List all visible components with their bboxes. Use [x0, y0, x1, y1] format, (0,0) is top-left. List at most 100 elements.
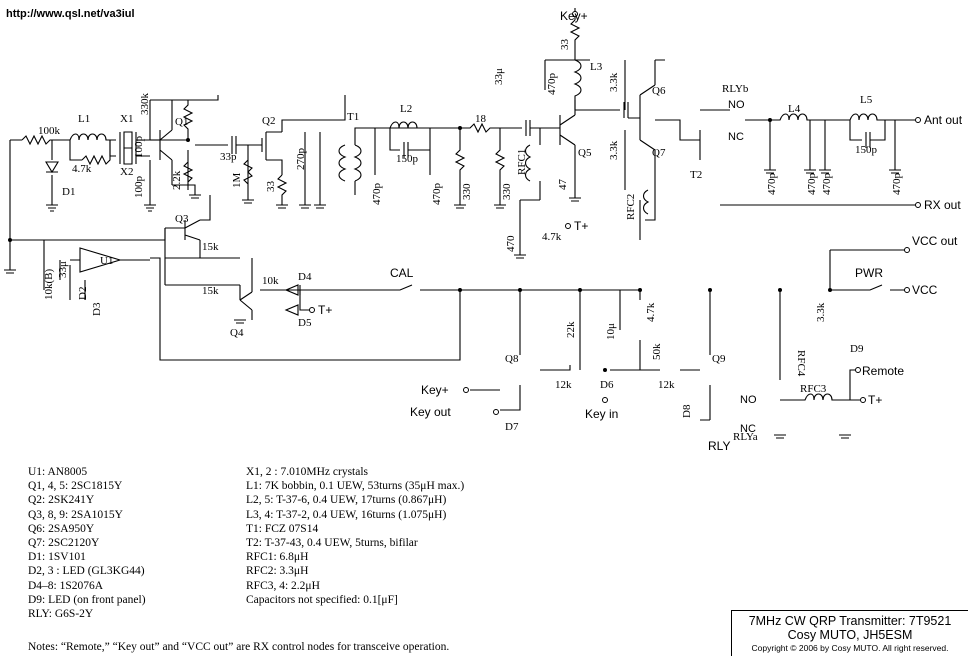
label-r10k: 10k	[262, 275, 279, 287]
node-pwr: PWR	[855, 266, 883, 280]
part-rfc2: RFC2: 3.3μH	[246, 565, 309, 578]
t-plus-terminal-rfc3	[860, 397, 866, 403]
part-rfc34: RFC3, 4: 2.2μH	[246, 579, 320, 592]
label-c470p7: 470p	[891, 173, 903, 196]
node-t-plus-2: T+	[574, 219, 588, 233]
label-x1: X1	[120, 113, 133, 125]
key-out-terminal	[493, 409, 499, 415]
label-c33u: 33μ	[493, 68, 505, 85]
label-rfc3: RFC3	[800, 383, 827, 395]
title: 7MHz CW QRP Transmitter: 7T9521	[748, 614, 952, 628]
label-c33u2: 33μ	[57, 261, 69, 278]
vcc-terminal	[904, 287, 910, 293]
t-plus-terminal-d5	[309, 307, 315, 313]
node-ant-out: Ant out	[924, 113, 963, 127]
label-q2: Q2	[262, 115, 275, 127]
label-q4: Q4	[230, 327, 244, 339]
node-rx-out: RX out	[924, 198, 961, 212]
ground-symbols	[4, 169, 901, 439]
label-r470: 470	[505, 235, 517, 252]
label-c150p1: 150p	[396, 153, 419, 165]
label-r18: 18	[475, 113, 487, 125]
key-plus-terminal	[572, 11, 578, 17]
label-c33p: 33p	[220, 151, 237, 163]
label-r330k: 330k	[139, 93, 151, 116]
label-d3: D3	[91, 302, 103, 316]
label-l1: L1	[78, 113, 90, 125]
junction-dots	[8, 118, 832, 372]
label-l3: L3	[590, 61, 603, 73]
node-labels: Key+ Ant out RX out VCC out VCC PWR CAL …	[318, 9, 963, 453]
label-q1: Q1	[175, 116, 188, 128]
label-c470p4: 470p	[766, 173, 778, 196]
label-q5: Q5	[578, 147, 592, 159]
copyright: Copyright © 2006 by Cosy MUTO. All right…	[751, 643, 949, 653]
node-vcc-out: VCC out	[912, 234, 958, 248]
label-r33k2: 3.3k	[608, 140, 620, 160]
label-r33b: 33	[559, 39, 571, 51]
label-r33k3: 3.3k	[815, 302, 827, 322]
label-c470p2: 470p	[431, 183, 443, 206]
label-r50k: 50k	[651, 343, 663, 360]
node-key-out: Key out	[410, 405, 451, 419]
label-c270p: 270p	[295, 148, 307, 171]
label-c470p6: 470p	[821, 173, 833, 196]
label-r1m: 1M	[231, 173, 243, 189]
label-t2: T2	[690, 169, 702, 181]
label-r47k2: 4.7k	[542, 231, 562, 243]
label-c100p1: 100p	[133, 136, 145, 159]
node-nc-1: NC	[728, 131, 744, 143]
node-nc-2: NC	[740, 423, 756, 435]
label-d1: D1	[62, 186, 75, 198]
label-c470p1: 470p	[371, 183, 383, 206]
part-q7: Q7: 2SC2120Y	[28, 537, 100, 550]
label-d9: D9	[850, 343, 864, 355]
author: Cosy MUTO, JH5ESM	[787, 628, 913, 642]
node-remote: Remote	[862, 364, 904, 378]
remote-terminal	[855, 367, 861, 373]
node-key-plus-2: Key+	[421, 383, 449, 397]
label-d6: D6	[600, 379, 614, 391]
node-vcc: VCC	[912, 283, 938, 297]
node-t-plus-3: T+	[868, 393, 882, 407]
part-l25: L2, 5: T-37-6, 0.4 UEW, 17turns (0.867μH…	[246, 494, 447, 507]
label-r47k3: 4.7k	[645, 302, 657, 322]
key-plus-terminal-2	[463, 387, 469, 393]
node-no-2: NO	[740, 394, 757, 406]
label-l5: L5	[860, 94, 873, 106]
label-d4: D4	[298, 271, 312, 283]
label-q8: Q8	[505, 353, 519, 365]
label-c100p2: 100p	[133, 176, 145, 199]
label-r12k1: 12k	[555, 379, 572, 391]
label-r33: 33	[265, 181, 277, 193]
source-url: http://www.qsl.net/va3iul	[6, 8, 135, 20]
part-rfc1: RFC1: 6.8μH	[246, 551, 309, 564]
label-r100k: 100k	[38, 125, 61, 137]
node-cal: CAL	[390, 266, 414, 280]
label-r12k2: 12k	[658, 379, 675, 391]
label-d8: D8	[681, 404, 693, 418]
part-d1: D1: 1SV101	[28, 551, 86, 564]
part-q145: Q1, 4, 5: 2SC1815Y	[28, 480, 123, 493]
label-c10u: 10μ	[605, 323, 617, 340]
node-t-plus-1: T+	[318, 303, 332, 317]
label-r330a: 330	[461, 183, 473, 200]
parts-list-right: X1, 2 : 7.010MHz crystals L1: 7K bobbin,…	[246, 465, 464, 607]
part-t1: T1: FCZ 07S14	[246, 522, 319, 535]
part-x12: X1, 2 : 7.010MHz crystals	[246, 466, 369, 478]
part-l34: L3, 4: T-37-2, 0.4 UEW, 16turns (1.075μH…	[246, 508, 447, 521]
label-d5: D5	[298, 317, 312, 329]
rx-out-terminal	[915, 202, 921, 208]
label-r330b: 330	[501, 183, 513, 200]
label-q7: Q7	[652, 147, 666, 159]
label-u1: U1	[100, 255, 113, 267]
part-capacitors: Capacitors not specified: 0.1[μF]	[246, 593, 398, 606]
node-key-plus: Key+	[560, 9, 588, 23]
label-rfc4: RFC4	[795, 350, 807, 377]
t-plus-terminal-q5	[565, 223, 571, 229]
part-l1: L1: 7K bobbin, 0.1 UEW, 53turns (35μH ma…	[246, 480, 465, 493]
label-r22k: 2.2k	[171, 170, 183, 190]
label-x2: X2	[120, 166, 133, 178]
label-r10kb: 10k(B)	[43, 269, 55, 301]
